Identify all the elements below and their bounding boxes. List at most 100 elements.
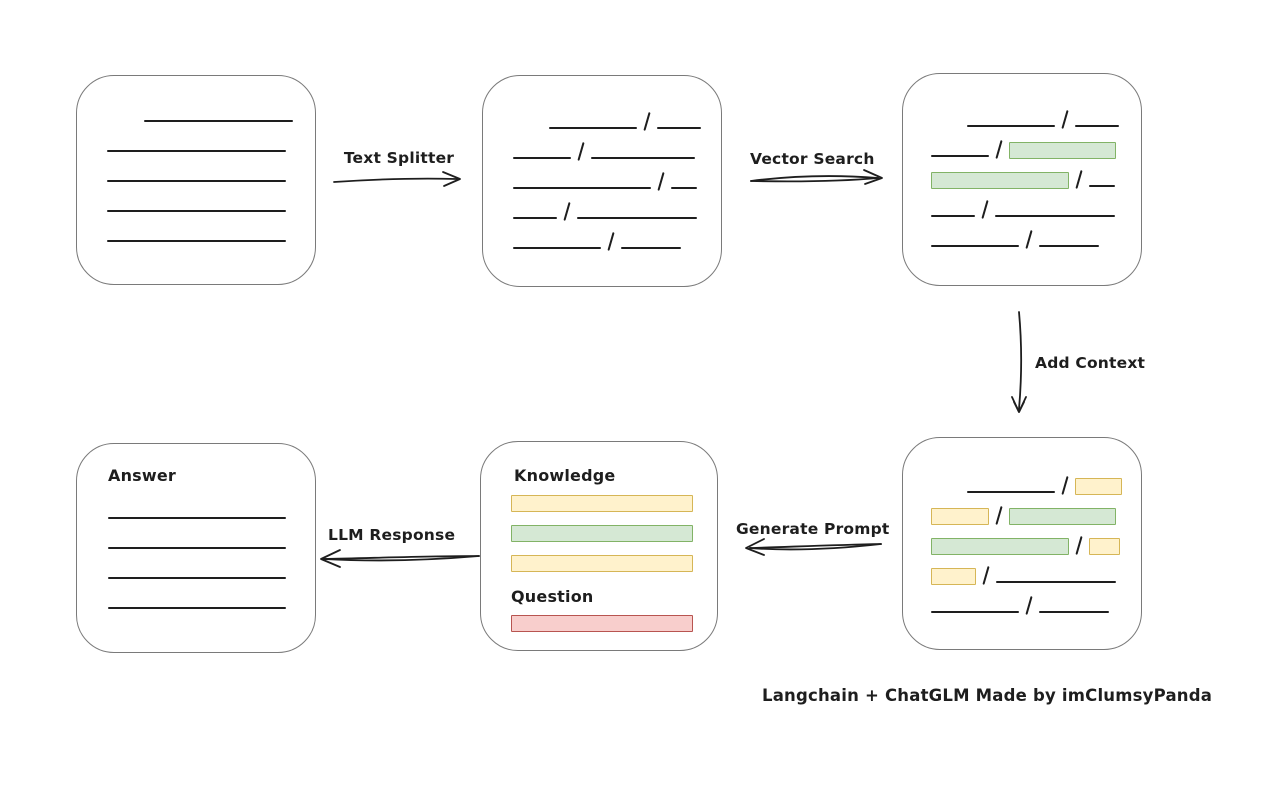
split-slash	[563, 202, 571, 221]
segment-row	[931, 585, 1122, 615]
text-line	[931, 611, 1019, 613]
segment-row	[931, 495, 1122, 525]
answer-lines	[108, 491, 286, 611]
add-context-arrow	[1011, 311, 1027, 413]
segment-row	[107, 94, 293, 124]
answer-box: Answer	[76, 443, 316, 653]
prompt-box: Knowledge Question	[480, 441, 718, 651]
diagram-caption: Langchain + ChatGLM Made by imClumsyPand…	[762, 686, 1213, 705]
split-slash	[981, 200, 989, 219]
segment-row	[107, 154, 293, 184]
context-chunk-bar	[1089, 538, 1121, 555]
text-line	[107, 210, 286, 212]
split-slash	[643, 112, 651, 131]
context-chunk-bar	[931, 508, 989, 525]
text-line	[513, 217, 557, 219]
text-line	[1039, 245, 1100, 247]
split-slash	[1025, 596, 1033, 615]
split-slash	[1061, 110, 1069, 129]
generate-prompt-arrow	[745, 538, 882, 556]
segment-row	[931, 159, 1119, 189]
question-bar	[511, 602, 693, 632]
context-chunk-bar	[931, 568, 976, 585]
segment-row	[108, 521, 286, 551]
text-splitter-arrow	[333, 171, 461, 187]
segment-row	[108, 581, 286, 611]
segment-row	[513, 131, 701, 161]
segment-row	[931, 465, 1123, 495]
text-line	[931, 215, 975, 217]
matched-chunk-bar	[931, 538, 1069, 555]
text-line	[621, 247, 682, 249]
answer-label: Answer	[108, 466, 177, 485]
context-chunk-bar	[511, 555, 693, 572]
text-line	[108, 547, 286, 549]
segment-row	[513, 191, 701, 221]
text-line	[577, 217, 698, 219]
vector-results-box	[902, 73, 1142, 286]
text-line	[513, 187, 651, 189]
text-line	[931, 155, 989, 157]
matched-chunk-bar	[511, 525, 693, 542]
segment-row	[511, 542, 693, 572]
add-context-label: Add Context	[1035, 354, 1146, 372]
context-box	[902, 437, 1142, 650]
matched-chunk-bar	[1009, 142, 1117, 159]
context-lines	[931, 465, 1123, 615]
split-slash	[657, 172, 665, 191]
segment-row	[511, 512, 693, 542]
segment-row	[107, 124, 293, 154]
segment-row	[108, 551, 286, 581]
text-line	[107, 180, 286, 182]
text-line	[657, 127, 702, 129]
text-line	[513, 247, 601, 249]
segment-row	[931, 525, 1122, 555]
split-slash	[1061, 476, 1069, 495]
text-line	[967, 491, 1055, 493]
text-line	[144, 120, 293, 122]
text-line	[108, 577, 286, 579]
split-slash	[607, 232, 615, 251]
split-slash	[995, 506, 1003, 525]
matched-chunk-bar	[931, 172, 1069, 189]
vector-search-arrow	[750, 169, 883, 185]
split-slash	[1025, 230, 1033, 249]
vector-search-label: Vector Search	[750, 150, 875, 168]
context-chunk-bar	[511, 495, 693, 512]
text-line	[1089, 185, 1116, 187]
document-lines	[107, 94, 293, 244]
text-line	[967, 125, 1055, 127]
segment-row	[511, 482, 693, 512]
vector-result-lines	[931, 99, 1120, 249]
knowledge-label: Knowledge	[514, 466, 616, 485]
segment-row	[931, 129, 1119, 159]
segment-row	[107, 184, 293, 214]
context-chunk-bar	[1075, 478, 1123, 495]
segment-row	[107, 214, 293, 244]
knowledge-bars	[511, 482, 693, 572]
llm-response-label: LLM Response	[328, 526, 456, 544]
split-slash	[995, 140, 1003, 159]
chunks-box	[482, 75, 722, 287]
text-line	[1075, 125, 1120, 127]
text-line	[995, 215, 1116, 217]
segment-row	[931, 99, 1120, 129]
segment-row	[513, 161, 701, 191]
text-line	[671, 187, 698, 189]
text-line	[1039, 611, 1110, 613]
segment-row	[513, 221, 701, 251]
llm-response-arrow	[320, 549, 480, 568]
split-slash	[1075, 170, 1083, 189]
chunk-lines	[513, 101, 702, 251]
text-line	[549, 127, 637, 129]
text-line	[591, 157, 696, 159]
matched-chunk-bar	[1009, 508, 1117, 525]
text-line	[107, 240, 286, 242]
text-line	[107, 150, 286, 152]
question-label: Question	[511, 587, 594, 606]
segment-row	[108, 491, 286, 521]
segment-row	[931, 219, 1119, 249]
text-splitter-label: Text Splitter	[343, 149, 455, 167]
text-line	[108, 607, 286, 609]
